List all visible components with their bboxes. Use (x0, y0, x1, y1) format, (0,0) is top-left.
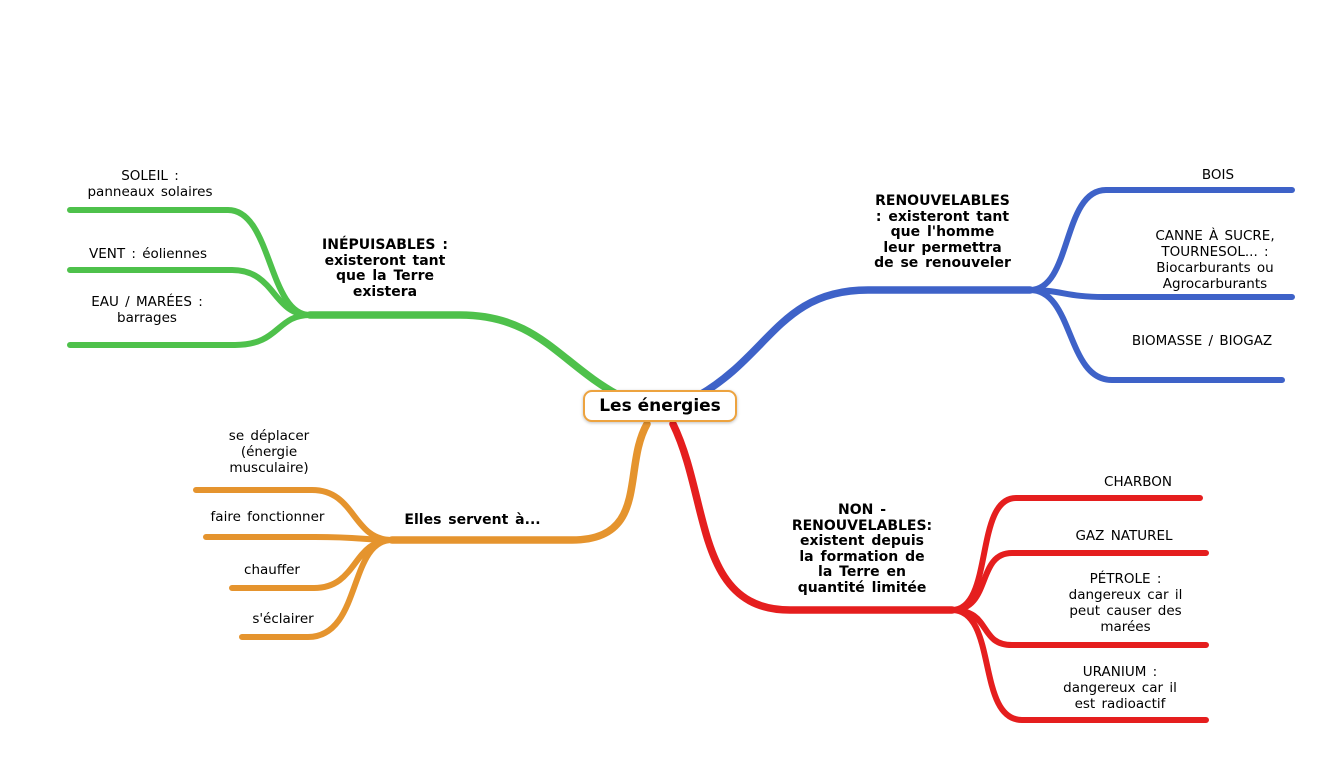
node-petrole[interactable]: PÉTROLE : dangereux car il peut causer d… (1068, 571, 1183, 635)
edge-inepuisables-main (306, 311, 626, 401)
edge-biomasse (1027, 287, 1285, 383)
node-eau[interactable]: EAU / MARÉES : barrages (91, 294, 203, 326)
node-chauffer[interactable]: chauffer (244, 562, 300, 578)
node-inepuisables[interactable]: INÉPUISABLES : existeront tant que la Te… (322, 237, 448, 300)
node-soleil[interactable]: SOLEIL : panneaux solaires (87, 168, 213, 200)
node-non-renouvelables[interactable]: NON - RENOUVELABLES: existent depuis la … (791, 502, 933, 596)
edge-renouvelables-main (694, 286, 1034, 400)
edge-eclairer (239, 537, 395, 640)
node-eclairer[interactable]: s'éclairer (252, 611, 314, 627)
edge-bois (1027, 187, 1295, 293)
edge-usages-main (388, 420, 651, 544)
edge-fonctionner (203, 534, 395, 543)
node-charbon[interactable]: CHARBON (1104, 474, 1172, 490)
node-canne-a-sucre[interactable]: CANNE À SUCRE, TOURNESOL... : Biocarbura… (1155, 228, 1275, 292)
edge-non-renouvelables-main (669, 420, 956, 614)
edge-gaz (949, 550, 1209, 613)
node-renouvelables[interactable]: RENOUVELABLES : existeront tant que l'ho… (874, 193, 1011, 271)
node-bois[interactable]: BOIS (1201, 167, 1235, 183)
node-uranium[interactable]: URANIUM : dangereux car il est radioacti… (1063, 664, 1177, 712)
node-biomasse[interactable]: BIOMASSE / BIOGAZ (1131, 333, 1273, 349)
node-gaz-naturel[interactable]: GAZ NATUREL (1075, 528, 1173, 544)
edge-vent (67, 267, 313, 318)
edge-uranium (949, 607, 1209, 723)
node-vent[interactable]: VENT : éoliennes (88, 246, 208, 262)
node-center-les-energies[interactable]: Les énergies (583, 390, 737, 422)
node-faire-fonctionner[interactable]: faire fonctionner (210, 509, 325, 525)
node-se-deplacer[interactable]: se déplacer (énergie musculaire) (228, 428, 310, 476)
edge-eau (67, 312, 313, 348)
node-elles-servent-a[interactable]: Elles servent à... (404, 512, 541, 528)
